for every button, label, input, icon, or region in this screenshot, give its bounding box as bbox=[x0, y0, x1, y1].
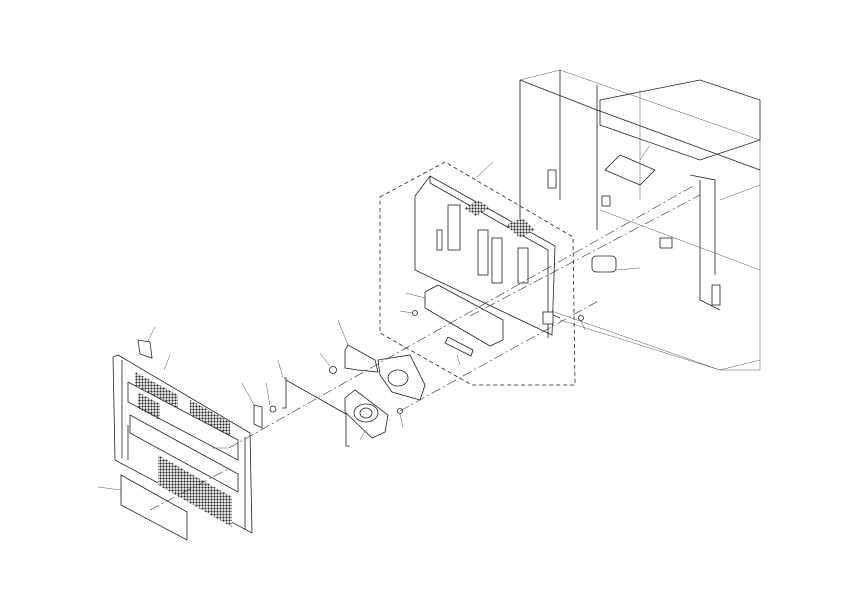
printer-chassis-frame bbox=[519, 69, 761, 371]
controller-board-assembly bbox=[414, 175, 556, 357]
small-bracket bbox=[253, 404, 263, 429]
screw-icon bbox=[269, 405, 277, 413]
label-strip bbox=[444, 336, 474, 357]
fan-bracket-wire bbox=[282, 377, 350, 447]
cover-tab bbox=[137, 339, 153, 359]
leader-lines bbox=[97, 144, 651, 491]
screw-icon bbox=[578, 315, 584, 321]
cooling-fan bbox=[344, 389, 389, 439]
fan-duct bbox=[344, 344, 426, 401]
screw-icon bbox=[412, 310, 418, 316]
screw-icon bbox=[329, 366, 337, 374]
cushion-part bbox=[591, 255, 617, 273]
rear-cover-panel bbox=[112, 339, 253, 534]
assembly-boundary bbox=[379, 161, 576, 386]
assembly-center-lines bbox=[149, 184, 701, 511]
rear-label-plate bbox=[120, 474, 188, 541]
